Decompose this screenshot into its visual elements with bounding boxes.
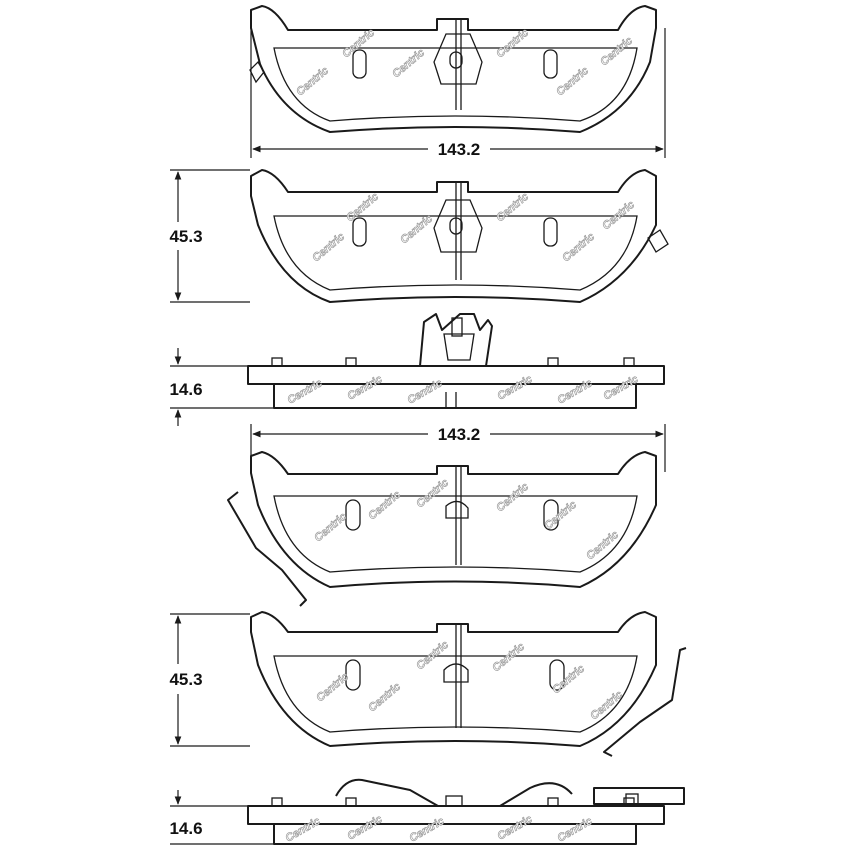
thickness-label-bottom: 14.6 [169, 819, 202, 838]
watermark-text: Centric [496, 813, 535, 842]
height-label-bottom: 45.3 [169, 670, 202, 689]
pad-bottom-side-view [247, 778, 685, 845]
watermark-text: Centric [556, 815, 595, 844]
watermark-text: Centric [312, 511, 349, 545]
width-label-bottom: 143.2 [438, 425, 481, 444]
watermark-text: Centric [490, 641, 527, 675]
watermark-text: Centric [598, 35, 635, 69]
watermark-text: Centric [346, 373, 385, 402]
pad-top-view-1 [249, 5, 657, 133]
watermark-text: Centric [556, 377, 595, 406]
watermark-text: Centric [494, 27, 531, 61]
watermark-text: Centric [496, 373, 535, 402]
thickness-label-top: 14.6 [169, 380, 202, 399]
watermark-text: Centric [398, 213, 435, 247]
pad-bottom-view-2 [250, 611, 687, 757]
dimension-thickness-top: 14.6 [169, 348, 274, 426]
watermark-text: Centric [390, 47, 427, 81]
pad-bottom-view-1 [227, 451, 657, 607]
watermark-text: Centric [366, 681, 403, 715]
dimension-thickness-bottom: 14.6 [169, 790, 274, 845]
watermark-text: Centric [560, 231, 597, 265]
watermark-text: Centric [340, 27, 377, 61]
watermark-text: Centric [550, 663, 587, 697]
width-label-top: 143.2 [438, 140, 481, 159]
watermark-text: Centric [310, 231, 347, 265]
watermark-text: Centric [408, 815, 447, 844]
watermark-text: Centric [494, 191, 531, 225]
dimension-width-top: 143.2 [250, 28, 666, 159]
watermark-text: Centric [588, 689, 625, 723]
watermark-text: Centric [284, 815, 323, 844]
watermark-text: Centric [554, 65, 591, 99]
watermark-text: Centric [542, 499, 579, 533]
watermark-text: Centric [366, 489, 403, 523]
watermark-text: Centric [294, 65, 331, 99]
watermark-text: Centric [406, 377, 445, 406]
watermark-text: Centric [602, 373, 641, 402]
watermark-text: Centric [494, 481, 531, 515]
watermark-text: Centric [314, 671, 351, 705]
watermark-text: Centric [346, 813, 385, 842]
pad-top-view-2 [250, 169, 669, 303]
dimension-height-top: 45.3 [169, 169, 250, 303]
pad-top-side-view [247, 313, 665, 409]
watermark-text: Centric [286, 377, 325, 406]
height-label-top: 45.3 [169, 227, 202, 246]
watermark-text: Centric [414, 477, 451, 511]
dimension-height-bottom: 45.3 [169, 613, 250, 747]
dimension-width-bottom: 143.2 [250, 424, 666, 472]
